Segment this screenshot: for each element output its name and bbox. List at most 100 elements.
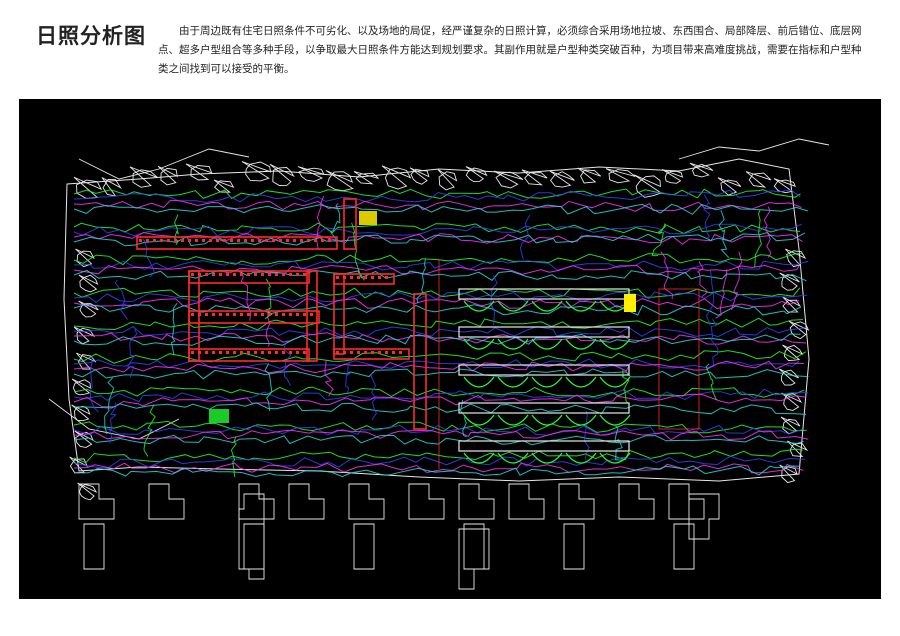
shadow-arc	[599, 452, 631, 464]
unit-marker	[385, 351, 388, 354]
unit-marker	[286, 239, 289, 242]
terrain-line	[678, 138, 830, 160]
unit-marker	[282, 313, 285, 316]
sunlight-analysis-drawing	[19, 99, 881, 599]
contour-line	[73, 291, 808, 303]
contour-line	[73, 429, 809, 441]
building-outline	[241, 161, 272, 182]
residential-block	[333, 273, 345, 355]
south-building-outline	[558, 483, 595, 520]
building-outline	[78, 300, 99, 318]
building-outline	[409, 167, 430, 185]
residential-blocks	[136, 198, 427, 430]
unit-marker	[191, 351, 194, 354]
south-building-outline	[288, 483, 325, 520]
south-building-outline	[238, 493, 265, 580]
shadow-arc	[463, 452, 495, 464]
unit-marker	[254, 351, 257, 354]
unit-marker	[191, 313, 194, 316]
building-outline	[689, 162, 714, 178]
building-outline	[73, 326, 96, 345]
residential-block	[306, 270, 318, 362]
south-building-outline	[508, 483, 545, 520]
unit-marker	[357, 351, 360, 354]
unit-marker	[212, 273, 215, 276]
contour-line	[370, 372, 377, 421]
unit-marker	[310, 313, 313, 316]
highlight-marker	[209, 409, 229, 423]
contour-line	[108, 402, 117, 444]
unit-marker	[307, 239, 310, 242]
contour-line	[73, 199, 802, 212]
unit-marker	[258, 239, 261, 242]
residential-block	[136, 236, 338, 250]
contour-line	[89, 356, 99, 413]
unit-marker	[205, 273, 208, 276]
contour-line	[170, 302, 178, 356]
unit-marker	[289, 313, 292, 316]
building-outline	[74, 430, 94, 448]
shadow-arc	[463, 414, 495, 426]
building-outline	[269, 163, 295, 186]
contour-line	[264, 363, 273, 411]
building-outline	[297, 166, 325, 182]
shadow-arc	[463, 376, 495, 388]
building-outline	[786, 440, 809, 458]
contour-line	[73, 269, 807, 282]
unit-marker	[350, 276, 353, 279]
site-boundary	[63, 158, 810, 482]
residential-block	[413, 293, 427, 430]
shadow-arc	[497, 376, 529, 388]
shadow-arc	[599, 414, 631, 426]
unit-marker	[272, 239, 275, 242]
contour-line	[705, 363, 717, 401]
contour-line	[73, 325, 805, 338]
unit-marker	[364, 276, 367, 279]
contour-line	[73, 264, 800, 275]
unit-marker	[216, 239, 219, 242]
contour-line	[73, 203, 808, 215]
shadow-arc	[497, 338, 529, 350]
unit-marker	[251, 239, 254, 242]
slab-building	[458, 364, 630, 376]
unit-marker	[261, 273, 264, 276]
shadow-arc	[531, 300, 563, 312]
unit-marker	[364, 351, 367, 354]
building-outline	[185, 163, 213, 181]
building-outline	[73, 176, 103, 199]
contour-line	[73, 393, 807, 408]
unit-marker	[303, 273, 306, 276]
building-outline	[782, 344, 804, 361]
south-building-outline	[78, 483, 115, 520]
unit-marker	[282, 351, 285, 354]
shadow-arc	[531, 338, 563, 350]
contour-line	[710, 318, 719, 368]
unit-marker	[268, 313, 271, 316]
unit-marker	[296, 273, 299, 276]
contour-line	[73, 260, 809, 272]
slab-building	[458, 402, 630, 414]
shadow-arc	[565, 338, 597, 350]
unit-marker	[153, 239, 156, 242]
contour-line	[73, 317, 803, 331]
contour-line	[621, 369, 630, 404]
unit-marker	[385, 276, 388, 279]
contour-line	[73, 360, 805, 374]
unit-marker	[336, 351, 339, 354]
building-outline	[71, 378, 91, 396]
contour-line	[754, 210, 762, 268]
shadow-arc	[497, 414, 529, 426]
slab-building	[458, 440, 630, 452]
unit-marker	[371, 276, 374, 279]
building-outline	[661, 168, 684, 184]
page-title: 日照分析图	[36, 24, 146, 48]
slab-building	[458, 326, 630, 338]
unit-marker	[205, 351, 208, 354]
unit-marker	[279, 239, 282, 242]
shadow-arc	[463, 300, 495, 312]
contour-line	[73, 231, 806, 247]
unit-marker	[226, 351, 229, 354]
unit-marker	[233, 351, 236, 354]
shadow-arc	[531, 452, 563, 464]
unit-marker	[219, 351, 222, 354]
